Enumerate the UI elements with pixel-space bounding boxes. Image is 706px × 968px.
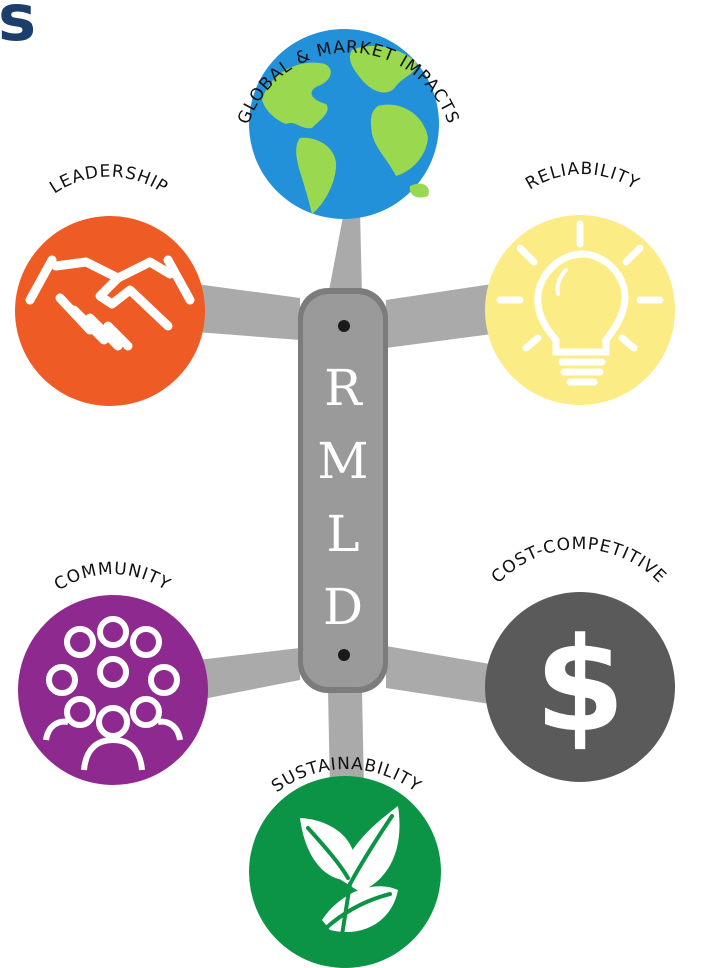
partial-heading: s bbox=[0, 0, 37, 56]
hub-letter-r: R bbox=[324, 359, 363, 417]
node-cost: $ COST-COMPETITIVE bbox=[485, 534, 675, 782]
node-leadership: LEADERSHIP bbox=[15, 161, 205, 406]
community-label: COMMUNITY bbox=[51, 559, 174, 595]
hub-letter-d: D bbox=[323, 578, 363, 636]
people-icon bbox=[43, 616, 183, 771]
reliability-label: RELIABILITY bbox=[522, 159, 643, 194]
handshake-icon bbox=[25, 255, 195, 351]
node-community: COMMUNITY bbox=[18, 559, 208, 785]
connector-sustainability bbox=[328, 690, 364, 790]
cost-label: COST-COMPETITIVE bbox=[488, 534, 671, 588]
hub-letter-m: M bbox=[317, 432, 368, 490]
leadership-label: LEADERSHIP bbox=[46, 161, 171, 198]
hub-bottom-dot bbox=[338, 649, 350, 661]
node-reliability: RELIABILITY bbox=[485, 159, 675, 405]
hub-top-dot bbox=[338, 320, 350, 332]
node-global: GLOBAL & MARKET IMPACTS bbox=[234, 29, 462, 219]
cost-circle bbox=[485, 592, 675, 782]
connector-reliability bbox=[386, 284, 492, 348]
hub: R M L D bbox=[298, 288, 388, 693]
connector-cost bbox=[386, 646, 490, 704]
connector-leadership bbox=[196, 284, 300, 340]
community-circle bbox=[18, 595, 208, 785]
leadership-circle bbox=[15, 216, 205, 406]
lightbulb-icon bbox=[496, 220, 664, 386]
hub-letter-l: L bbox=[326, 505, 359, 563]
dollar-icon: $ bbox=[535, 609, 625, 761]
connector-community bbox=[198, 648, 300, 700]
connector-global bbox=[328, 206, 362, 296]
connectors bbox=[196, 206, 492, 790]
node-sustainability: SUSTAINABILITY bbox=[249, 754, 441, 968]
globe-icon bbox=[262, 46, 429, 214]
